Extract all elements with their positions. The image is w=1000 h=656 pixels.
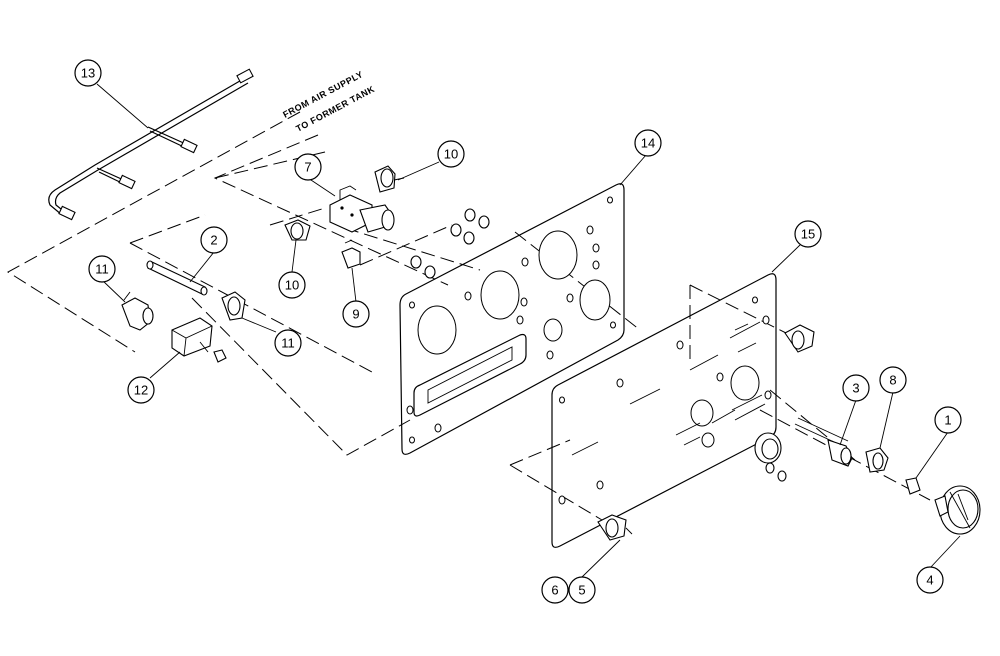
- pressure-gauge: [934, 485, 981, 535]
- panel-fasteners: [410, 208, 787, 482]
- svg-text:6: 6: [551, 583, 558, 598]
- svg-text:4: 4: [926, 573, 933, 588]
- callout-11-left: 11: [88, 255, 116, 283]
- tube: [146, 260, 208, 296]
- svg-text:11: 11: [95, 262, 109, 277]
- fitting-behind-panel: [784, 324, 815, 353]
- bushing: [905, 477, 921, 495]
- callout-1: 1: [934, 406, 962, 434]
- svg-text:12: 12: [134, 383, 148, 398]
- callout-7: 7: [294, 153, 322, 181]
- callout-10-top: 10: [437, 140, 465, 168]
- svg-text:13: 13: [81, 66, 95, 81]
- back-panel: [399, 183, 625, 455]
- svg-text:10: 10: [285, 278, 299, 293]
- fitting-10-left: [284, 219, 311, 241]
- callout-13: 13: [74, 59, 102, 87]
- wire-harness: [48, 68, 254, 221]
- callout-11-right: 11: [274, 329, 302, 357]
- svg-text:10: 10: [444, 147, 458, 162]
- callout-4: 4: [916, 566, 944, 594]
- callout-15: 15: [794, 220, 822, 248]
- standoff: [794, 417, 853, 467]
- callout-10-left: 10: [278, 271, 306, 299]
- callout-12: 12: [127, 376, 155, 404]
- callout-leaders: [96, 83, 961, 578]
- callout-5: 5: [568, 576, 596, 604]
- front-panel: [551, 273, 777, 548]
- callout-2: 2: [200, 226, 228, 254]
- callout-3: 3: [842, 374, 870, 402]
- callout-6: 6: [541, 576, 569, 604]
- svg-text:1: 1: [944, 413, 951, 428]
- ball-valve: [171, 317, 227, 363]
- svg-text:8: 8: [889, 373, 896, 388]
- callout-14: 14: [634, 129, 662, 157]
- callout-9: 9: [342, 300, 370, 328]
- regulator-valve: [329, 185, 395, 233]
- svg-text:3: 3: [852, 381, 859, 396]
- svg-text:9: 9: [352, 307, 359, 322]
- svg-text:11: 11: [281, 336, 295, 351]
- callout-8: 8: [879, 366, 907, 394]
- svg-text:5: 5: [578, 583, 585, 598]
- svg-text:14: 14: [641, 136, 655, 151]
- fitting-9: [341, 239, 361, 269]
- elbow-fitting-11-right: [221, 291, 246, 321]
- push-fitting: [597, 514, 633, 541]
- svg-text:2: 2: [210, 233, 217, 248]
- adapter-fitting: [865, 447, 889, 473]
- elbow-fitting-11-left: [121, 291, 154, 331]
- svg-text:15: 15: [801, 227, 815, 242]
- fitting-10-top: [374, 165, 405, 193]
- svg-text:7: 7: [304, 160, 311, 175]
- gauge-ring: [754, 432, 782, 464]
